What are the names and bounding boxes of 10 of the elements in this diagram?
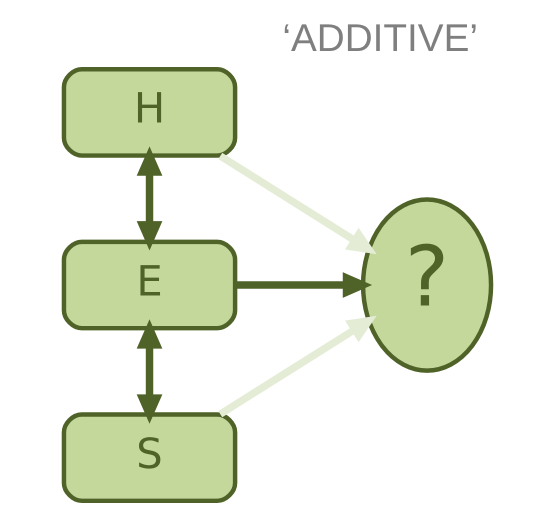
arrow [234,272,372,298]
arrow [136,146,162,250]
node-box: H [61,67,237,158]
arrow [136,319,162,424]
node-ellipse: ? [360,197,493,373]
node-box: E [61,240,237,330]
node-box: S [61,412,237,504]
diagram-title: ‘ADDITIVE’ [282,17,478,60]
arrow [218,316,376,418]
arrow [218,152,376,254]
